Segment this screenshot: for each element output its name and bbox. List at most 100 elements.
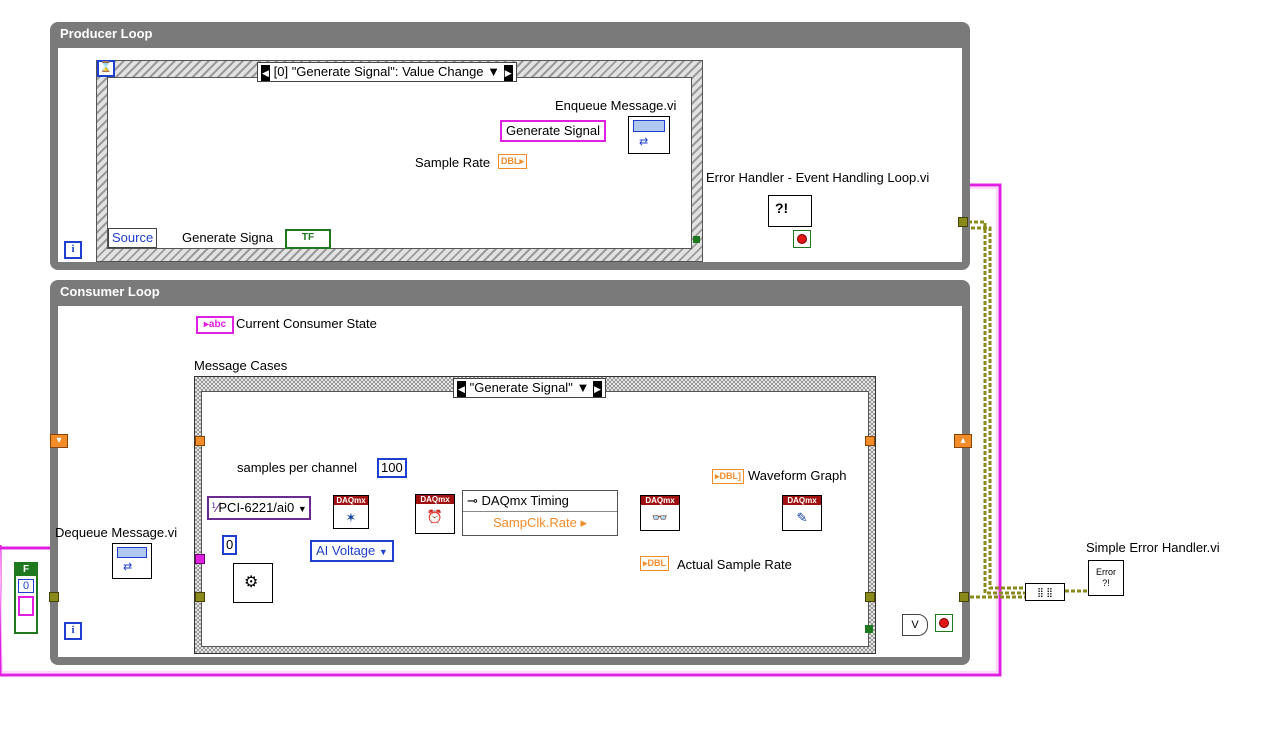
waveform-graph-label: Waveform Graph [748,468,847,483]
sample-rate-type: DBL [501,156,520,166]
rate-subvi[interactable]: ⚙ [233,563,273,603]
daqmx-badge: DAQmx [783,496,821,505]
error-icon-text: Error ?! [1096,567,1116,588]
zero-const[interactable]: 0 [222,535,238,555]
right-shift-register: ▴ [954,434,972,448]
producer-loop-title: Producer Loop [60,26,153,41]
samples-per-channel-const[interactable]: 100 [377,458,407,478]
queue-icon [117,547,147,558]
case-selector-label: "Generate Signal" [469,380,573,395]
message-case-body [201,391,869,647]
enqueue-label: Enqueue Message.vi [555,98,677,113]
channel-value: PCI-6221/ai0 [218,500,295,515]
chevron-down-icon[interactable]: ▼ [487,64,501,79]
timeout-icon: ⌛ [97,60,115,77]
consumer-error-tunnel-in [49,592,59,602]
event-structure-body [107,77,692,249]
simple-error-label: Simple Error Handler.vi [1086,540,1220,555]
samples-per-channel-label: samples per channel [237,460,357,475]
case-selector-tunnel [195,554,205,564]
error-handler-vi[interactable]: ?! [768,195,812,227]
producer-error-wire-2 [965,226,1025,590]
current-state-terminal[interactable]: ▸abc [196,316,234,334]
case-left-arrow[interactable]: ◀ [457,381,466,397]
message-cases-label: Message Cases [194,358,288,373]
chevron-down-icon[interactable]: ▼ [297,504,307,514]
source-node[interactable]: Source [108,228,158,248]
actual-rate-type: DBL [647,558,667,568]
actual-rate-terminal[interactable]: ▸DBL [640,556,670,571]
consumer-loop-title: Consumer Loop [60,284,160,299]
producer-iteration-icon: i [64,241,82,259]
producer-error-tunnel [958,217,968,227]
tf-terminal[interactable]: TF [285,229,331,249]
property-icon: ⊸ [467,493,482,508]
clock-icon: ⏰ [426,508,444,524]
error-handler-icon: ?! [775,200,789,216]
false-const[interactable]: F 0 [14,562,38,634]
zero-index: 0 [18,579,34,593]
daqmx-timing-property-node[interactable]: ⊸ DAQmx Timing SampClk.Rate ▸ [462,490,618,536]
event-structure [96,60,703,262]
dequeue-arrow-icon: ⇄ [123,561,133,573]
consumer-error-tunnel-out [959,592,969,602]
or-gate[interactable]: V [902,614,928,636]
case-selector[interactable]: ◀ "Generate Signal" ▼ ▶ [453,378,606,398]
case-right-arrow[interactable]: ▶ [592,381,602,397]
actual-rate-label: Actual Sample Rate [677,557,792,572]
error-icon: Error ?! [1093,567,1119,589]
dequeue-message-vi[interactable]: ⇄ [112,543,152,579]
or-glyph: V [911,619,919,631]
error-handler-label: Error Handler - Event Handling Loop.vi [706,170,930,185]
waveform-graph-terminal[interactable]: ▸DBL] [712,469,745,484]
selector-left-arrow[interactable]: ◀ [261,65,270,81]
channel-constant[interactable]: ⅟PCI-6221/ai0 ▼ [207,496,311,520]
ai-voltage-label: AI Voltage [316,543,376,558]
sample-rate-label: Sample Rate [415,155,491,170]
chevron-down-icon[interactable]: ▼ [378,547,388,557]
producer-case-tunnel [693,236,700,243]
pink-element [18,596,34,616]
generate-signal-const[interactable]: Generate Signal [500,120,606,142]
case-rate-tunnel-out [865,436,875,446]
case-error-tunnel-out [865,592,875,602]
sample-rate-terminal[interactable]: DBL▸ [498,154,528,169]
event-selector[interactable]: ◀ [0] "Generate Signal": Value Change ▼ … [257,62,517,82]
daqmx-timing-vi[interactable]: DAQmx ⏰ [415,494,455,534]
event-selector-label: [0] "Generate Signal": Value Change [273,64,484,79]
case-rate-tunnel-in [195,436,205,446]
clear-task-icon: ✎ [796,509,808,525]
case-stop-tunnel [865,625,873,633]
sampclk-rate-row[interactable]: SampClk.Rate ▸ [493,515,587,530]
merge-errors-node[interactable]: ⣿ ⣿ [1025,583,1065,601]
queue-icon [633,120,665,132]
sampclk-label: SampClk.Rate [493,515,577,530]
chevron-down-icon[interactable]: ▼ [576,380,590,395]
simple-error-handler-vi[interactable]: Error ?! [1088,560,1124,596]
selector-right-arrow[interactable]: ▶ [503,65,513,81]
read-icon: 👓 [651,509,669,525]
daqmx-clear-task-vi[interactable]: DAQmx ✎ [782,495,822,531]
ai-voltage-const[interactable]: AI Voltage ▼ [310,540,394,562]
tf-badge: TF [301,232,315,243]
case-error-tunnel-in [195,592,205,602]
channel-icon: ⅟ [211,500,219,515]
enqueue-message-vi[interactable]: ⇄ [628,116,670,154]
daqmx-read-vi[interactable]: DAQmx 👓 [640,495,680,531]
generate-signal-node-label: Generate Signa [182,230,274,245]
left-shift-register: ▾ [50,434,68,448]
abc-badge: abc [208,319,227,330]
source-label: Source [112,230,154,245]
daqmx-badge: DAQmx [641,496,679,505]
timing-label-text: DAQmx Timing [481,493,569,508]
create-channel-icon: ✶ [345,509,357,525]
producer-stop-terminal[interactable] [793,230,811,248]
consumer-iteration-icon: i [64,622,82,640]
false-badge: F [16,564,36,576]
consumer-stop-terminal[interactable] [935,614,953,632]
daqmx-badge: DAQmx [416,495,454,504]
dequeue-label: Dequeue Message.vi [55,525,178,540]
daqmx-create-channel-vi[interactable]: DAQmx ✶ [333,495,369,529]
daqmx-timing-label: ⊸ DAQmx Timing [463,491,617,512]
gear-icon: ⚙ [244,574,259,591]
